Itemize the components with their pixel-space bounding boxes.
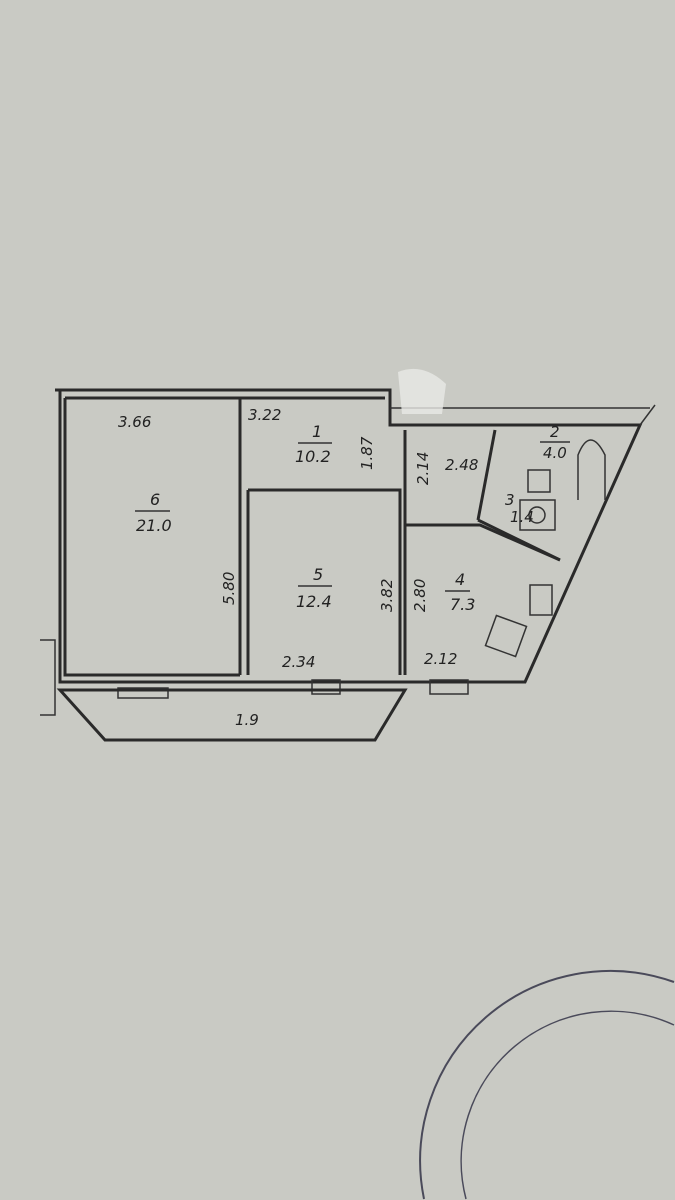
room-4-number: 4 [455, 570, 465, 589]
balcony [56, 688, 408, 742]
room-3-number: 3 [505, 491, 515, 509]
room-6-area: 21.0 [136, 516, 172, 535]
room-5-number: 5 [313, 565, 323, 584]
windows [117, 679, 469, 699]
dim-balcony-width: 1.9 [235, 711, 259, 729]
stamp [419, 969, 675, 1200]
room-1-area: 10.2 [295, 447, 331, 466]
dim-hall-depth: 2.14 [414, 452, 432, 485]
dim-room6-width: 3.66 [118, 413, 151, 431]
dim-room5-width: 2.34 [282, 653, 315, 671]
dim-room4-length: 2.80 [411, 579, 429, 612]
room-2-area: 4.0 [543, 444, 567, 462]
dim-room4-width: 2.12 [424, 650, 457, 668]
door-mark [398, 368, 446, 414]
room-1-number: 1 [312, 422, 322, 441]
room-6-number: 6 [150, 490, 160, 509]
walls [40, 388, 656, 716]
room-4-area: 7.3 [450, 595, 475, 614]
room-2-number: 2 [550, 423, 560, 441]
dim-room6-length: 5.80 [220, 572, 238, 605]
room-3-area: 1.4 [510, 508, 534, 526]
dim-hall-width: 2.48 [445, 456, 478, 474]
dim-room1-depth: 1.87 [358, 436, 376, 470]
bathroom-fixtures [484, 439, 606, 658]
dim-room5-length: 3.82 [378, 579, 396, 612]
room-5-area: 12.4 [296, 592, 332, 611]
dim-room1-width: 3.22 [248, 406, 281, 424]
